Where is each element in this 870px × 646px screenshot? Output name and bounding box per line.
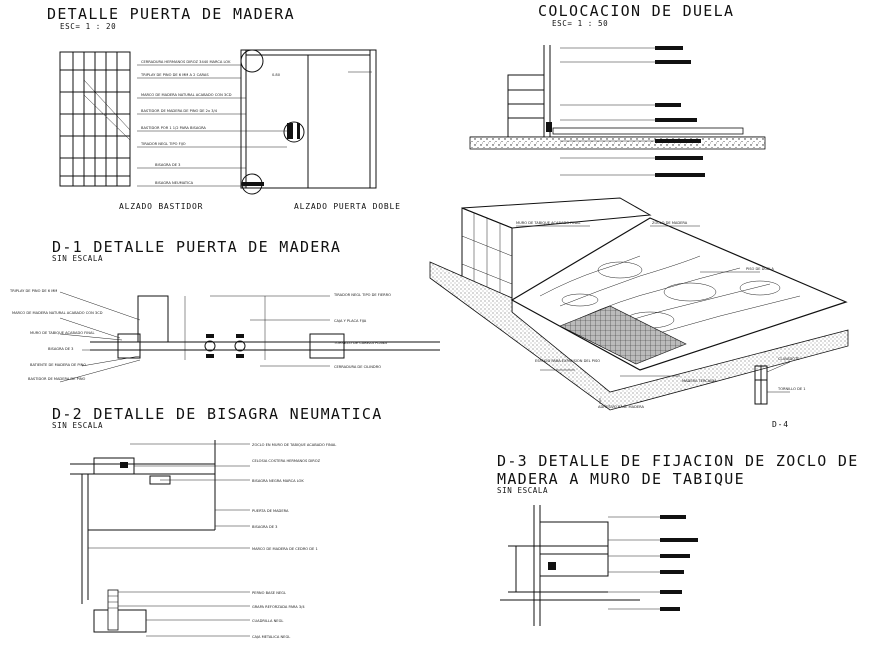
d2-note: CUADRILLA NEGL <box>252 619 283 623</box>
d2-note: BISAGRA DE 3 <box>252 525 277 529</box>
d2-note: CELOSIA COSTERA HERMANOS DIROZ <box>252 459 321 463</box>
puerta-note: BASTIDOR POR 1 1/2 PARA BISAGRA <box>141 126 206 130</box>
d4-note: TORNILLO DE 1 <box>777 387 806 391</box>
d2-note: PERNO BASE NEGL <box>252 591 286 595</box>
scale-colocacion: ESC= 1 : 50 <box>552 19 608 28</box>
label-d4: D-4 <box>772 420 789 429</box>
title-detalle-puerta: DETALLE PUERTA DE MADERA <box>47 5 295 23</box>
d1-note: TIRADOR NEGL TIPO DE FIERRO <box>333 293 391 297</box>
duela-note: MADERA TERCIADA <box>682 379 717 383</box>
puerta-note: CERRADURA HERMANOS DIROZ 3440 MARCA LOK <box>141 60 231 64</box>
duela-note: ZOCLO DE MADERA <box>652 221 688 225</box>
d1-note: CAJA Y PLACA FIJA <box>334 319 367 323</box>
puerta-notes: CERRADURA HERMANOS DIROZ 3440 MARCA LOK … <box>137 60 287 187</box>
d2-note: PUERTA DE MADERA <box>252 509 289 513</box>
d1-note: BASTIDOR DE MADERA DE PINO <box>28 377 86 381</box>
d1-note: MURO DE TABIQUE ACABADO FINAL <box>30 331 94 335</box>
title-d3-line2: MADERA A MURO DE TABIQUE <box>497 470 745 488</box>
duela-note: MURO DE TABIQUE ACABADO FINAL <box>516 221 580 225</box>
d1-note: MARCO DE MADERA NATURAL ACABADO CON 3CD <box>12 311 103 315</box>
puerta-note: BASTIDOR DE MADERA DE PINO DE 2x 3/4 <box>141 109 218 113</box>
d2-detail-drawing: ZOCLO EN MURO DE TABIQUE ACABADO FINAL C… <box>70 440 336 639</box>
d4-note: CLAVADOTE <box>778 357 800 361</box>
duela-section-drawing <box>469 45 766 177</box>
d2-note: ZOCLO EN MURO DE TABIQUE ACABADO FINAL <box>252 443 336 447</box>
d1-plan-drawing: TRIPLAY DE PINO DE 6 MM MARCO DE MADERA … <box>9 289 440 383</box>
puerta-note: TIRADOR NEGL TIPO FIJO <box>140 142 186 146</box>
alzado-puerta-drawing: 0.80 <box>240 49 377 195</box>
d1-note: TRIPLAY DE PINO DE 6 MM <box>9 289 57 293</box>
d1-note: TORNILLO DE CABEZA PLANA <box>333 341 387 345</box>
duela-note: ESPACIO PARA EXPANSION DEL PISO <box>535 359 600 363</box>
d4-detail-drawing: CLAVADOTE TORNILLO DE 1 <box>754 357 806 405</box>
d2-note: CAJA METALICA NEGL <box>252 635 290 639</box>
title-d1: D-1 DETALLE PUERTA DE MADERA <box>52 238 341 256</box>
d1-note: CERRADURA DE CILINDRO <box>334 365 381 369</box>
d2-note: BISAGRA NEGRA MARCA LOK <box>252 479 304 483</box>
alzado-bastidor-drawing <box>59 51 131 187</box>
puerta-note: MARCO DE MADERA NATURAL ACABADO CON 3CD <box>141 93 232 97</box>
d2-note: GRAPA REFORZADA PARA 3/4 <box>252 605 305 609</box>
alzado-dim-top: 0.80 <box>272 73 281 77</box>
duela-isometric-drawing: MURO DE TABIQUE ACABADO FINAL ZOCLO DE M… <box>429 197 849 411</box>
title-d3-line1: D-3 DETALLE DE FIJACION DE ZOCLO DE <box>497 452 859 470</box>
scale-d2: SIN ESCALA <box>52 421 103 430</box>
d2-note: MARCO DE MADERA DE CEDRO DE 1 <box>252 547 318 551</box>
d3-detail-drawing <box>500 505 698 626</box>
caption-alzado-puerta: ALZADO PUERTA DOBLE <box>294 202 401 211</box>
puerta-note: TRIPLAY DE PINO DE 6 MM A 2 CARAS <box>140 73 209 77</box>
scale-d3: SIN ESCALA <box>497 486 548 495</box>
scale-d1: SIN ESCALA <box>52 254 103 263</box>
title-d2: D-2 DETALLE DE BISAGRA NEUMATICA <box>52 405 383 423</box>
scale-detalle-puerta: ESC= 1 : 20 <box>60 22 116 31</box>
duela-note: ADHESIVO BASE MADERA <box>598 405 644 409</box>
title-colocacion: COLOCACION DE DUELA <box>538 2 734 20</box>
duela-note: PISO DE DUELA <box>746 267 774 271</box>
puerta-note: BISAGRA NEUMATICA <box>155 181 194 185</box>
d1-note: BISAGRA DE 3 <box>48 347 73 351</box>
puerta-note: BISAGRA DE 3 <box>155 163 180 167</box>
caption-alzado-bastidor: ALZADO BASTIDOR <box>119 202 203 211</box>
d1-note: BATIENTE DE MADERA DE PINO <box>30 363 86 367</box>
